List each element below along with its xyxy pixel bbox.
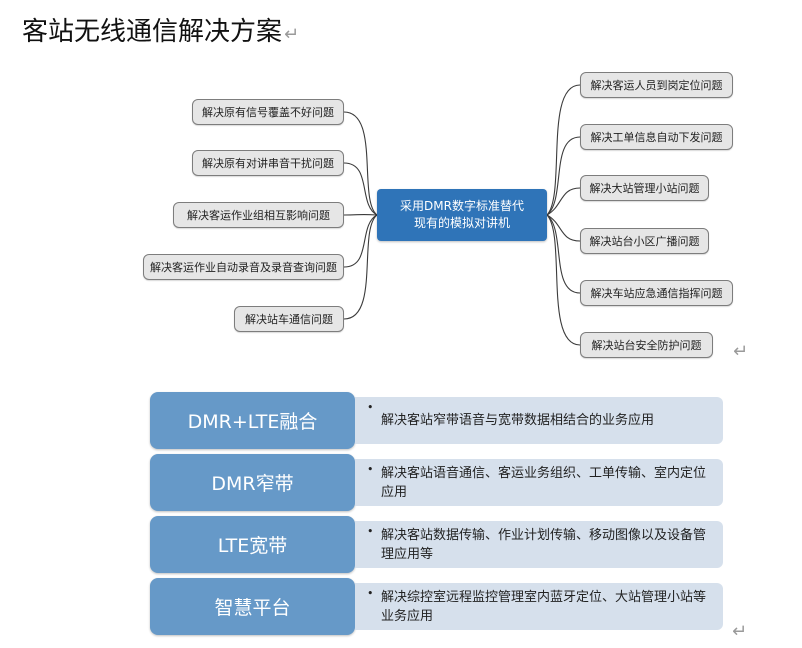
mind-map: 采用DMR数字标准替代 现有的模拟对讲机 解决原有信号覆盖不好问题 解决原有对讲…	[143, 72, 733, 358]
mind-map-node-signal-coverage: 解决原有信号覆盖不好问题	[192, 99, 344, 125]
mind-map-node-group-interference: 解决客运作业组相互影响问题	[173, 202, 344, 228]
mind-map-node-emergency-command: 解决车站应急通信指挥问题	[580, 280, 733, 306]
feature-description: • 解决综控室远程监控管理室内蓝牙定位、大站管理小站等业务应用	[355, 583, 723, 630]
feature-description-text: 解决客站语音通信、客运业务组织、工单传输、室内定位应用	[381, 465, 707, 500]
mind-map-connectors	[343, 84, 581, 346]
feature-row-lte: LTE宽带 • 解决客站数据传输、作业计划传输、移动图像以及设备管理应用等	[150, 516, 723, 573]
paragraph-mark-icon: ↵	[284, 24, 300, 45]
center-line-1: 采用DMR数字标准替代	[400, 199, 524, 213]
feature-row-dmr: DMR窄带 • 解决客站语音通信、客运业务组织、工单传输、室内定位应用	[150, 454, 723, 511]
page-title: 客站无线通信解决方案↵	[22, 12, 299, 55]
feature-label: DMR+LTE融合	[150, 392, 355, 449]
mind-map-node-staff-positioning: 解决客运人员到岗定位问题	[580, 72, 733, 98]
paragraph-mark-icon: ↵	[732, 621, 748, 642]
feature-row-smart-platform: 智慧平台 • 解决综控室远程监控管理室内蓝牙定位、大站管理小站等业务应用	[150, 578, 723, 635]
feature-label: DMR窄带	[150, 454, 355, 511]
mind-map-node-work-order: 解决工单信息自动下发问题	[580, 124, 733, 150]
feature-label: LTE宽带	[150, 516, 355, 573]
feature-description: • 解决客站语音通信、客运业务组织、工单传输、室内定位应用	[355, 459, 723, 506]
mind-map-node-station-train-comm: 解决站车通信问题	[234, 306, 344, 332]
title-text: 客站无线通信解决方案	[22, 17, 283, 47]
feature-description: • 解决客站窄带语音与宽带数据相结合的业务应用	[355, 397, 723, 444]
feature-row-dmr-lte: DMR+LTE融合 • 解决客站窄带语音与宽带数据相结合的业务应用	[150, 392, 723, 449]
center-line-2: 现有的模拟对讲机	[413, 216, 510, 230]
feature-description-text: 解决客站窄带语音与宽带数据相结合的业务应用	[381, 413, 655, 428]
paragraph-mark-icon: ↵	[733, 341, 749, 362]
bullet-icon: •	[367, 401, 374, 414]
bullet-icon: •	[367, 525, 374, 538]
feature-description-text: 解决综控室远程监控管理室内蓝牙定位、大站管理小站等业务应用	[381, 589, 707, 624]
bullet-icon: •	[367, 463, 374, 476]
mind-map-center-node: 采用DMR数字标准替代 现有的模拟对讲机	[377, 189, 547, 241]
mind-map-node-auto-recording: 解决客运作业自动录音及录音查询问题	[143, 254, 344, 280]
mind-map-node-platform-safety: 解决站台安全防护问题	[580, 332, 713, 358]
mind-map-node-big-station-manage: 解决大站管理小站问题	[580, 175, 709, 201]
feature-description-text: 解决客站数据传输、作业计划传输、移动图像以及设备管理应用等	[381, 527, 707, 562]
feature-description: • 解决客站数据传输、作业计划传输、移动图像以及设备管理应用等	[355, 521, 723, 568]
feature-label: 智慧平台	[150, 578, 355, 635]
mind-map-node-crosstalk: 解决原有对讲串音干扰问题	[192, 150, 344, 176]
mind-map-node-platform-broadcast: 解决站台小区广播问题	[580, 228, 709, 254]
bullet-icon: •	[367, 587, 374, 600]
